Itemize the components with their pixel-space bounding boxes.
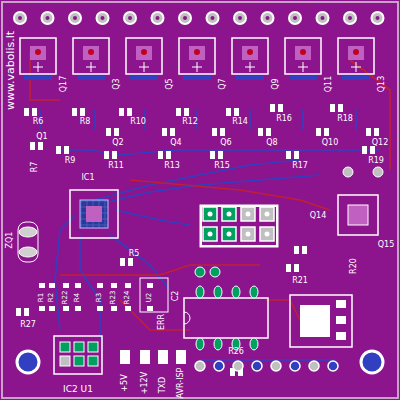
part-label: Q12 (372, 139, 388, 147)
terminal-pads (14, 12, 384, 24)
part-label: Q14 (310, 212, 326, 220)
part-label: TXD (159, 377, 167, 394)
mounting-holes (17, 351, 383, 373)
part-label: Q3 (113, 78, 121, 89)
part-label: R14 (232, 118, 248, 126)
q14-transistor (338, 167, 383, 235)
smd-parts (16, 104, 379, 376)
ic2-dip (184, 298, 268, 338)
part-label: Q9 (272, 78, 280, 89)
part-label: Q10 (322, 139, 338, 147)
part-label: Q5 (166, 78, 174, 89)
part-label: R12 (182, 118, 198, 126)
part-label: R24 (125, 290, 132, 304)
ic1-chip (70, 190, 118, 238)
part-label: Q2 (112, 139, 123, 147)
header-connector (200, 205, 278, 247)
part-label: +5V (121, 374, 129, 391)
part-label: R5 (129, 250, 140, 258)
part-label: R23 (111, 290, 118, 304)
relay-footprints (20, 38, 374, 80)
part-label: R3 (96, 292, 103, 301)
traces (30, 50, 390, 360)
part-label: R10 (130, 118, 146, 126)
part-label: IC1 (81, 174, 94, 182)
u2-chip (140, 267, 220, 312)
part-label: Q6 (220, 139, 231, 147)
crystal (18, 222, 38, 262)
part-label: C2 (172, 291, 180, 302)
part-label: R19 (368, 157, 384, 165)
part-label: R16 (276, 115, 292, 123)
part-label: R18 (337, 115, 353, 123)
header-pins (203, 207, 274, 241)
part-label: R26 (228, 348, 244, 356)
part-label: www.vabolis.lt (6, 30, 17, 109)
part-label: AVR-ISP (177, 368, 185, 399)
voltage-regulator (290, 295, 352, 347)
part-label: IC2 U1 (63, 385, 93, 394)
part-label: R21 (292, 277, 308, 285)
leds (120, 350, 186, 364)
part-label: R13 (164, 162, 180, 170)
part-label: Q17 (60, 76, 68, 92)
part-label: R22 (63, 290, 70, 304)
part-label: Q8 (266, 139, 277, 147)
part-label: R9 (65, 157, 76, 165)
connector-pads (195, 361, 338, 371)
part-label: Q4 (170, 139, 181, 147)
part-label: R20 (350, 258, 358, 274)
part-label: R1 (38, 292, 45, 301)
isp-pins (60, 342, 98, 366)
isp-connector (54, 336, 102, 374)
part-label: Q7 (219, 78, 227, 89)
part-label: R27 (20, 321, 36, 329)
part-label: R4 (74, 292, 81, 301)
part-label: R6 (33, 118, 44, 126)
part-label: Q1 (36, 133, 47, 141)
part-label: Q13 (378, 76, 386, 92)
part-label: ERR (158, 314, 166, 330)
part-label: R15 (214, 162, 230, 170)
part-label: Q15 (378, 241, 394, 249)
part-label: Q11 (325, 76, 333, 92)
part-label: U2 (146, 292, 153, 302)
part-label: R7 (31, 162, 39, 173)
part-label: R2 (48, 292, 55, 301)
part-label: R17 (292, 162, 308, 170)
dip-pads (196, 286, 258, 350)
part-label: ZQ1 (6, 232, 14, 249)
part-label: R11 (108, 162, 124, 170)
part-label: +12V (141, 372, 149, 394)
part-label: R8 (80, 118, 91, 126)
